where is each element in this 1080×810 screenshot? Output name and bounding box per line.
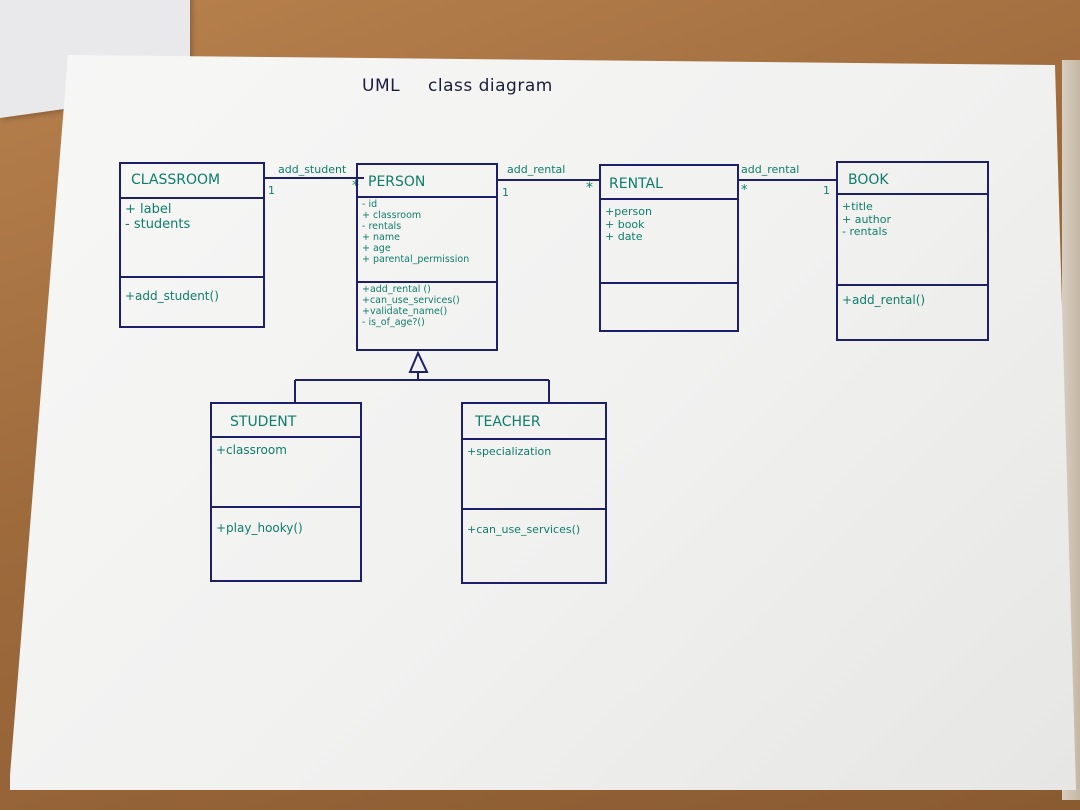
attribute-item: +classroom <box>216 443 287 457</box>
class-book: BOOK +title + author - rentals +add_rent… <box>836 161 989 341</box>
attribute-item: - rentals <box>362 220 402 232</box>
methods-section-rental <box>601 282 737 284</box>
attribute-list-student: +classroom <box>216 443 287 458</box>
class-name-student: STUDENT <box>230 414 297 430</box>
method-item: - is_of_age?() <box>362 316 425 328</box>
mult-rental-book-side: * <box>741 183 748 198</box>
diagram-title: UML class diagram <box>362 76 575 96</box>
method-item: +validate_name() <box>362 305 448 317</box>
class-person: PERSON - id + classroom - rentals + name… <box>356 163 498 351</box>
attributes-section-book: +title + author - rentals <box>838 193 987 238</box>
method-item: +play_hooky() <box>216 521 303 535</box>
attribute-list-rental: +person + book + date <box>605 205 652 244</box>
attribute-item: + name <box>362 231 400 243</box>
attribute-item: +person <box>605 205 652 218</box>
method-list-book: +add_rental() <box>842 293 926 308</box>
attributes-section-classroom: + label - students <box>121 197 263 232</box>
methods-section-classroom: +add_student() <box>121 276 263 303</box>
attribute-item: + date <box>605 230 643 244</box>
mult-person-side: * <box>352 178 359 194</box>
methods-section-teacher: +can_use_services() <box>463 508 605 536</box>
attribute-item: +title <box>842 200 873 213</box>
class-teacher: TEACHER +specialization +can_use_service… <box>461 402 607 584</box>
method-list-classroom: +add_student() <box>125 289 219 304</box>
class-name-book: BOOK <box>848 172 889 188</box>
mult-classroom-side: 1 <box>268 184 275 197</box>
attribute-item: + classroom <box>362 209 422 221</box>
assoc-label-rental-book: add_rental <box>741 163 800 176</box>
attributes-section-rental: +person + book + date <box>601 198 737 243</box>
title-words-class-diagram: class diagram <box>428 76 553 96</box>
attributes-section-student: +classroom <box>212 436 360 457</box>
attribute-item: - students <box>125 216 191 232</box>
attribute-list-book: +title + author - rentals <box>842 200 891 239</box>
methods-section-person: +add_rental () +can_use_services() +vali… <box>358 281 496 328</box>
assoc-label-person-rental: add_rental <box>507 163 566 176</box>
attribute-item: + label <box>125 202 172 217</box>
method-item: +can_use_services() <box>362 294 460 306</box>
mult-rental-person-side: * <box>586 180 593 196</box>
attribute-item: - id <box>362 199 378 210</box>
class-name-person: PERSON <box>368 174 426 190</box>
method-item: +add_rental () <box>362 284 431 295</box>
attribute-item: +specialization <box>467 445 552 458</box>
attribute-list-classroom: + label - students <box>125 202 191 233</box>
attribute-list-person: - id + classroom - rentals + name + age … <box>362 199 470 266</box>
method-item: +can_use_services() <box>467 523 581 536</box>
attributes-section-teacher: +specialization <box>463 438 605 458</box>
mult-book-side: 1 <box>823 184 830 197</box>
attributes-section-person: - id + classroom - rentals + name + age … <box>358 196 496 265</box>
paper-sheet <box>10 55 1076 790</box>
title-word-uml: UML <box>362 76 401 96</box>
attribute-item: - rentals <box>842 225 888 239</box>
attribute-item: + parental_permission <box>362 253 470 265</box>
class-rental: RENTAL +person + book + date <box>599 164 739 332</box>
inheritance-arrowhead <box>408 350 429 373</box>
attribute-list-teacher: +specialization <box>467 445 552 459</box>
methods-section-book: +add_rental() <box>838 284 987 307</box>
method-item: +add_rental() <box>842 293 926 307</box>
method-list-student: +play_hooky() <box>216 521 303 536</box>
mult-person-rental-side: 1 <box>502 186 509 199</box>
class-classroom: CLASSROOM + label - students +add_studen… <box>119 162 265 328</box>
class-name-rental: RENTAL <box>609 176 663 192</box>
assoc-label-classroom-person: add_student <box>278 163 347 176</box>
class-name-classroom: CLASSROOM <box>131 172 221 188</box>
class-student: STUDENT +classroom +play_hooky() <box>210 402 362 582</box>
methods-section-student: +play_hooky() <box>212 506 360 535</box>
method-item: +add_student() <box>125 289 219 303</box>
attribute-item: + author <box>842 212 891 226</box>
class-name-teacher: TEACHER <box>475 414 541 430</box>
method-list-teacher: +can_use_services() <box>467 523 581 537</box>
method-list-person: +add_rental () +can_use_services() +vali… <box>362 284 460 329</box>
attribute-item: + book <box>605 217 645 231</box>
attribute-item: + age <box>362 242 391 254</box>
